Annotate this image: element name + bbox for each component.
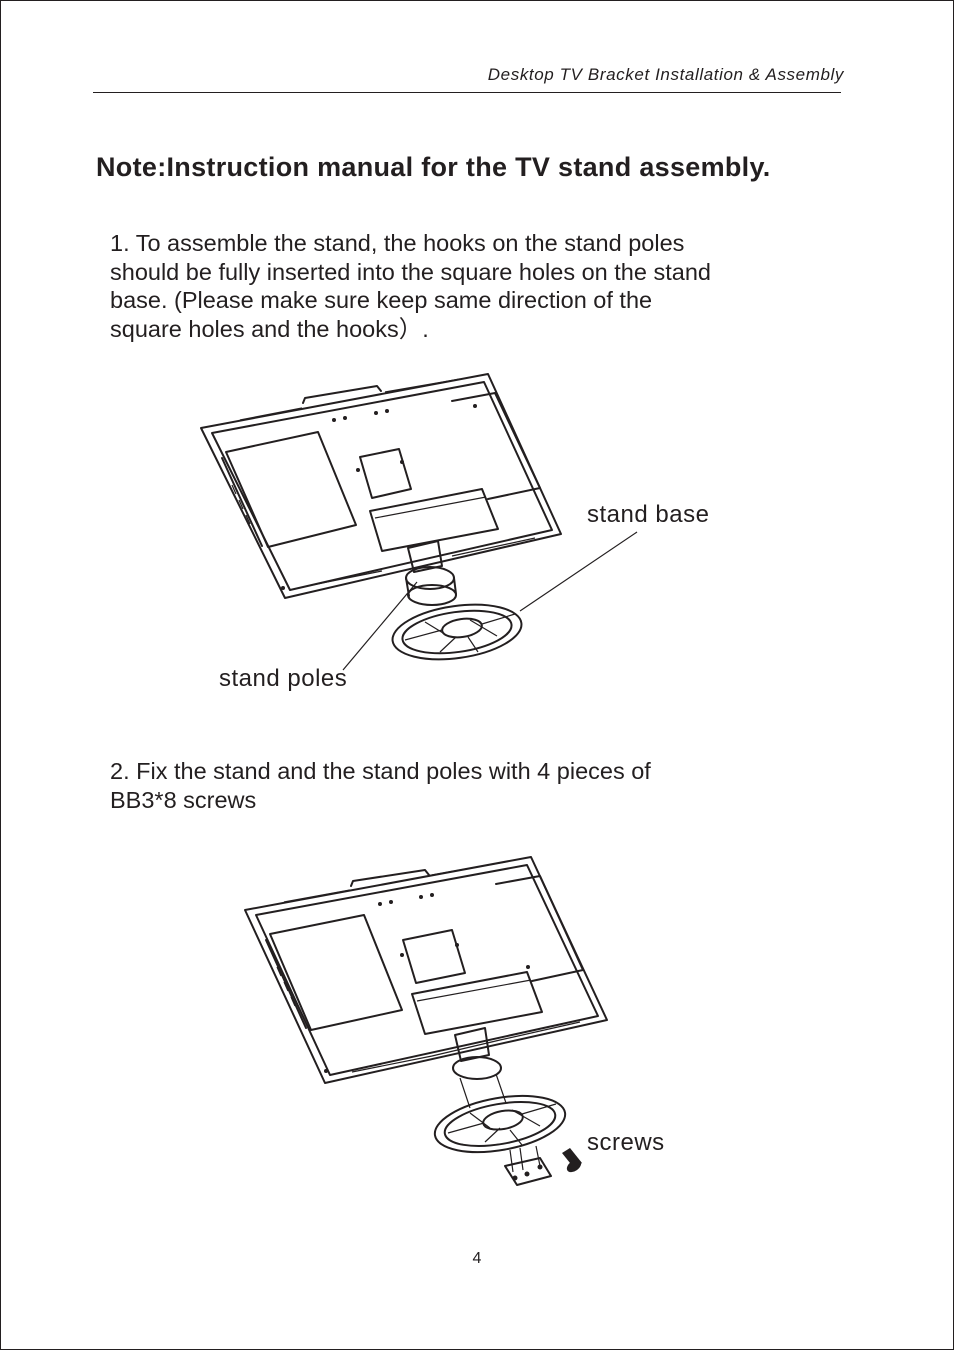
step-2-line: 2. Fix the stand and the stand poles wit… (110, 758, 651, 784)
step-1-line: square holes and the hooks）. (110, 315, 429, 342)
step-1-line: should be fully inserted into the square… (110, 258, 711, 285)
tv-back-drawing-1 (200, 373, 562, 599)
stand-pole-1 (405, 540, 457, 606)
page-title: Note:Instruction manual for the TV stand… (96, 152, 771, 182)
step-2-text: 2. Fix the stand and the stand poles wit… (110, 757, 651, 814)
stand-poles-label: stand poles (219, 665, 348, 692)
stand-base-1 (391, 603, 523, 661)
screw-icon (562, 1148, 582, 1173)
stand-base-leader (519, 531, 638, 612)
step-1-line: base. (Please make sure keep same direct… (110, 287, 653, 314)
running-header: Desktop TV Bracket Installation & Assemb… (487, 65, 844, 84)
stand-base-label: stand base (587, 501, 710, 528)
header-rule (93, 92, 841, 93)
step-1-line: 1. To assemble the stand, the hooks on t… (110, 230, 685, 256)
tv-back-drawing-2 (244, 856, 608, 1084)
stand-poles-leader (342, 581, 418, 671)
screws-label: screws (587, 1129, 665, 1156)
screw-plate (504, 1145, 552, 1186)
step-1-text: 1. To assemble the stand, the hooks on t… (110, 229, 711, 343)
step-2-line: BB3*8 screws (110, 786, 257, 813)
stand-pole-2 (452, 1027, 507, 1109)
page-number: 4 (472, 1250, 482, 1267)
stand-base-2 (433, 1094, 567, 1154)
